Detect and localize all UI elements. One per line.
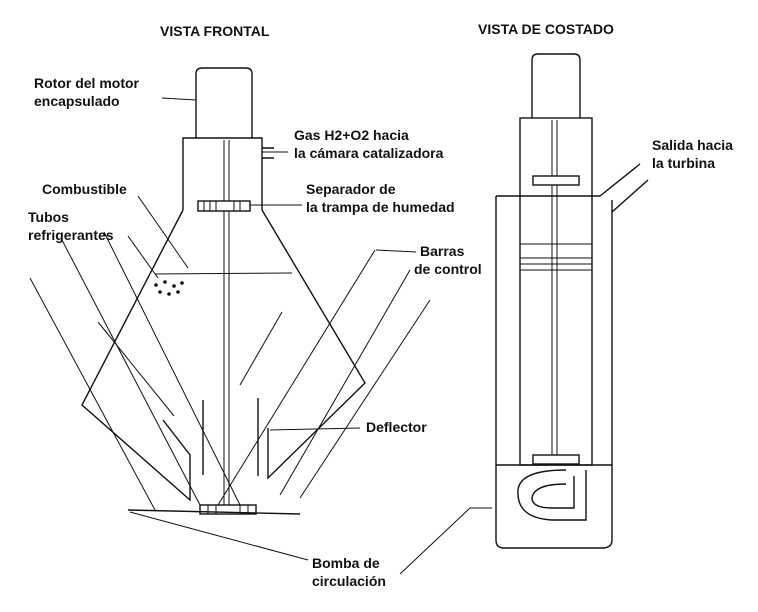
leader-bomba-side: [399, 507, 492, 575]
side-level-lines: [520, 243, 592, 271]
side-outer-vessel: [495, 195, 613, 549]
label-salida-line2: la turbina: [652, 155, 715, 171]
side-shaft: [551, 120, 558, 460]
front-central-shaft: [223, 140, 230, 505]
label-rotor-line1: Rotor del motor: [34, 75, 140, 91]
side-view: [495, 53, 649, 549]
label-tubos-line2: refrigerantes: [28, 227, 114, 243]
leader-rotor: [161, 97, 197, 101]
side-motor-housing: [531, 53, 581, 118]
front-base: [127, 509, 301, 515]
label-separador-line1: Separador de: [306, 181, 396, 197]
front-circulation-pump: [199, 504, 257, 515]
label-gas-line1: Gas H2+O2 hacia: [294, 127, 409, 143]
side-turbine-outlet: [599, 163, 649, 213]
label-gas-line2: la cámara catalizadora: [294, 145, 444, 161]
title-front-view: VISTA FRONTAL: [160, 23, 270, 39]
label-combustible: Combustible: [42, 181, 127, 197]
label-deflector: Deflector: [366, 419, 427, 435]
cooling-tubes: [29, 231, 241, 511]
front-upper-chamber: [182, 137, 263, 210]
leader-combustible: [137, 195, 189, 269]
control-rods: [217, 249, 431, 506]
front-vessel-outline: [81, 209, 366, 502]
side-separator-plate: [532, 175, 580, 186]
label-bomba-line2: circulación: [312, 573, 386, 589]
label-tubos-line1: Tubos: [28, 209, 69, 225]
label-salida-line1: Salida hacia: [652, 137, 733, 153]
front-gas-outlet: [262, 147, 274, 159]
side-inner-vessel: [519, 117, 593, 466]
label-barras-line2: de control: [414, 261, 482, 277]
leader-tubos: [127, 235, 159, 279]
front-view: [29, 67, 431, 515]
fuel-particles: [154, 280, 184, 296]
front-motor-housing: [195, 67, 253, 138]
leader-barras: [375, 249, 417, 253]
label-separador-line2: la trampa de humedad: [306, 199, 455, 215]
title-side-view: VISTA DE COSTADO: [478, 21, 614, 37]
label-barras-line1: Barras: [420, 243, 465, 259]
front-separator-plate: [197, 200, 251, 212]
leader-deflector: [269, 427, 361, 431]
label-rotor-line2: encapsulado: [34, 93, 120, 109]
label-bomba-line1: Bomba de: [312, 555, 380, 571]
leader-bomba-front: [129, 511, 309, 561]
side-recirculation-loop: [517, 469, 587, 521]
front-deflector: [202, 398, 259, 476]
side-circulation-pump: [532, 454, 580, 465]
